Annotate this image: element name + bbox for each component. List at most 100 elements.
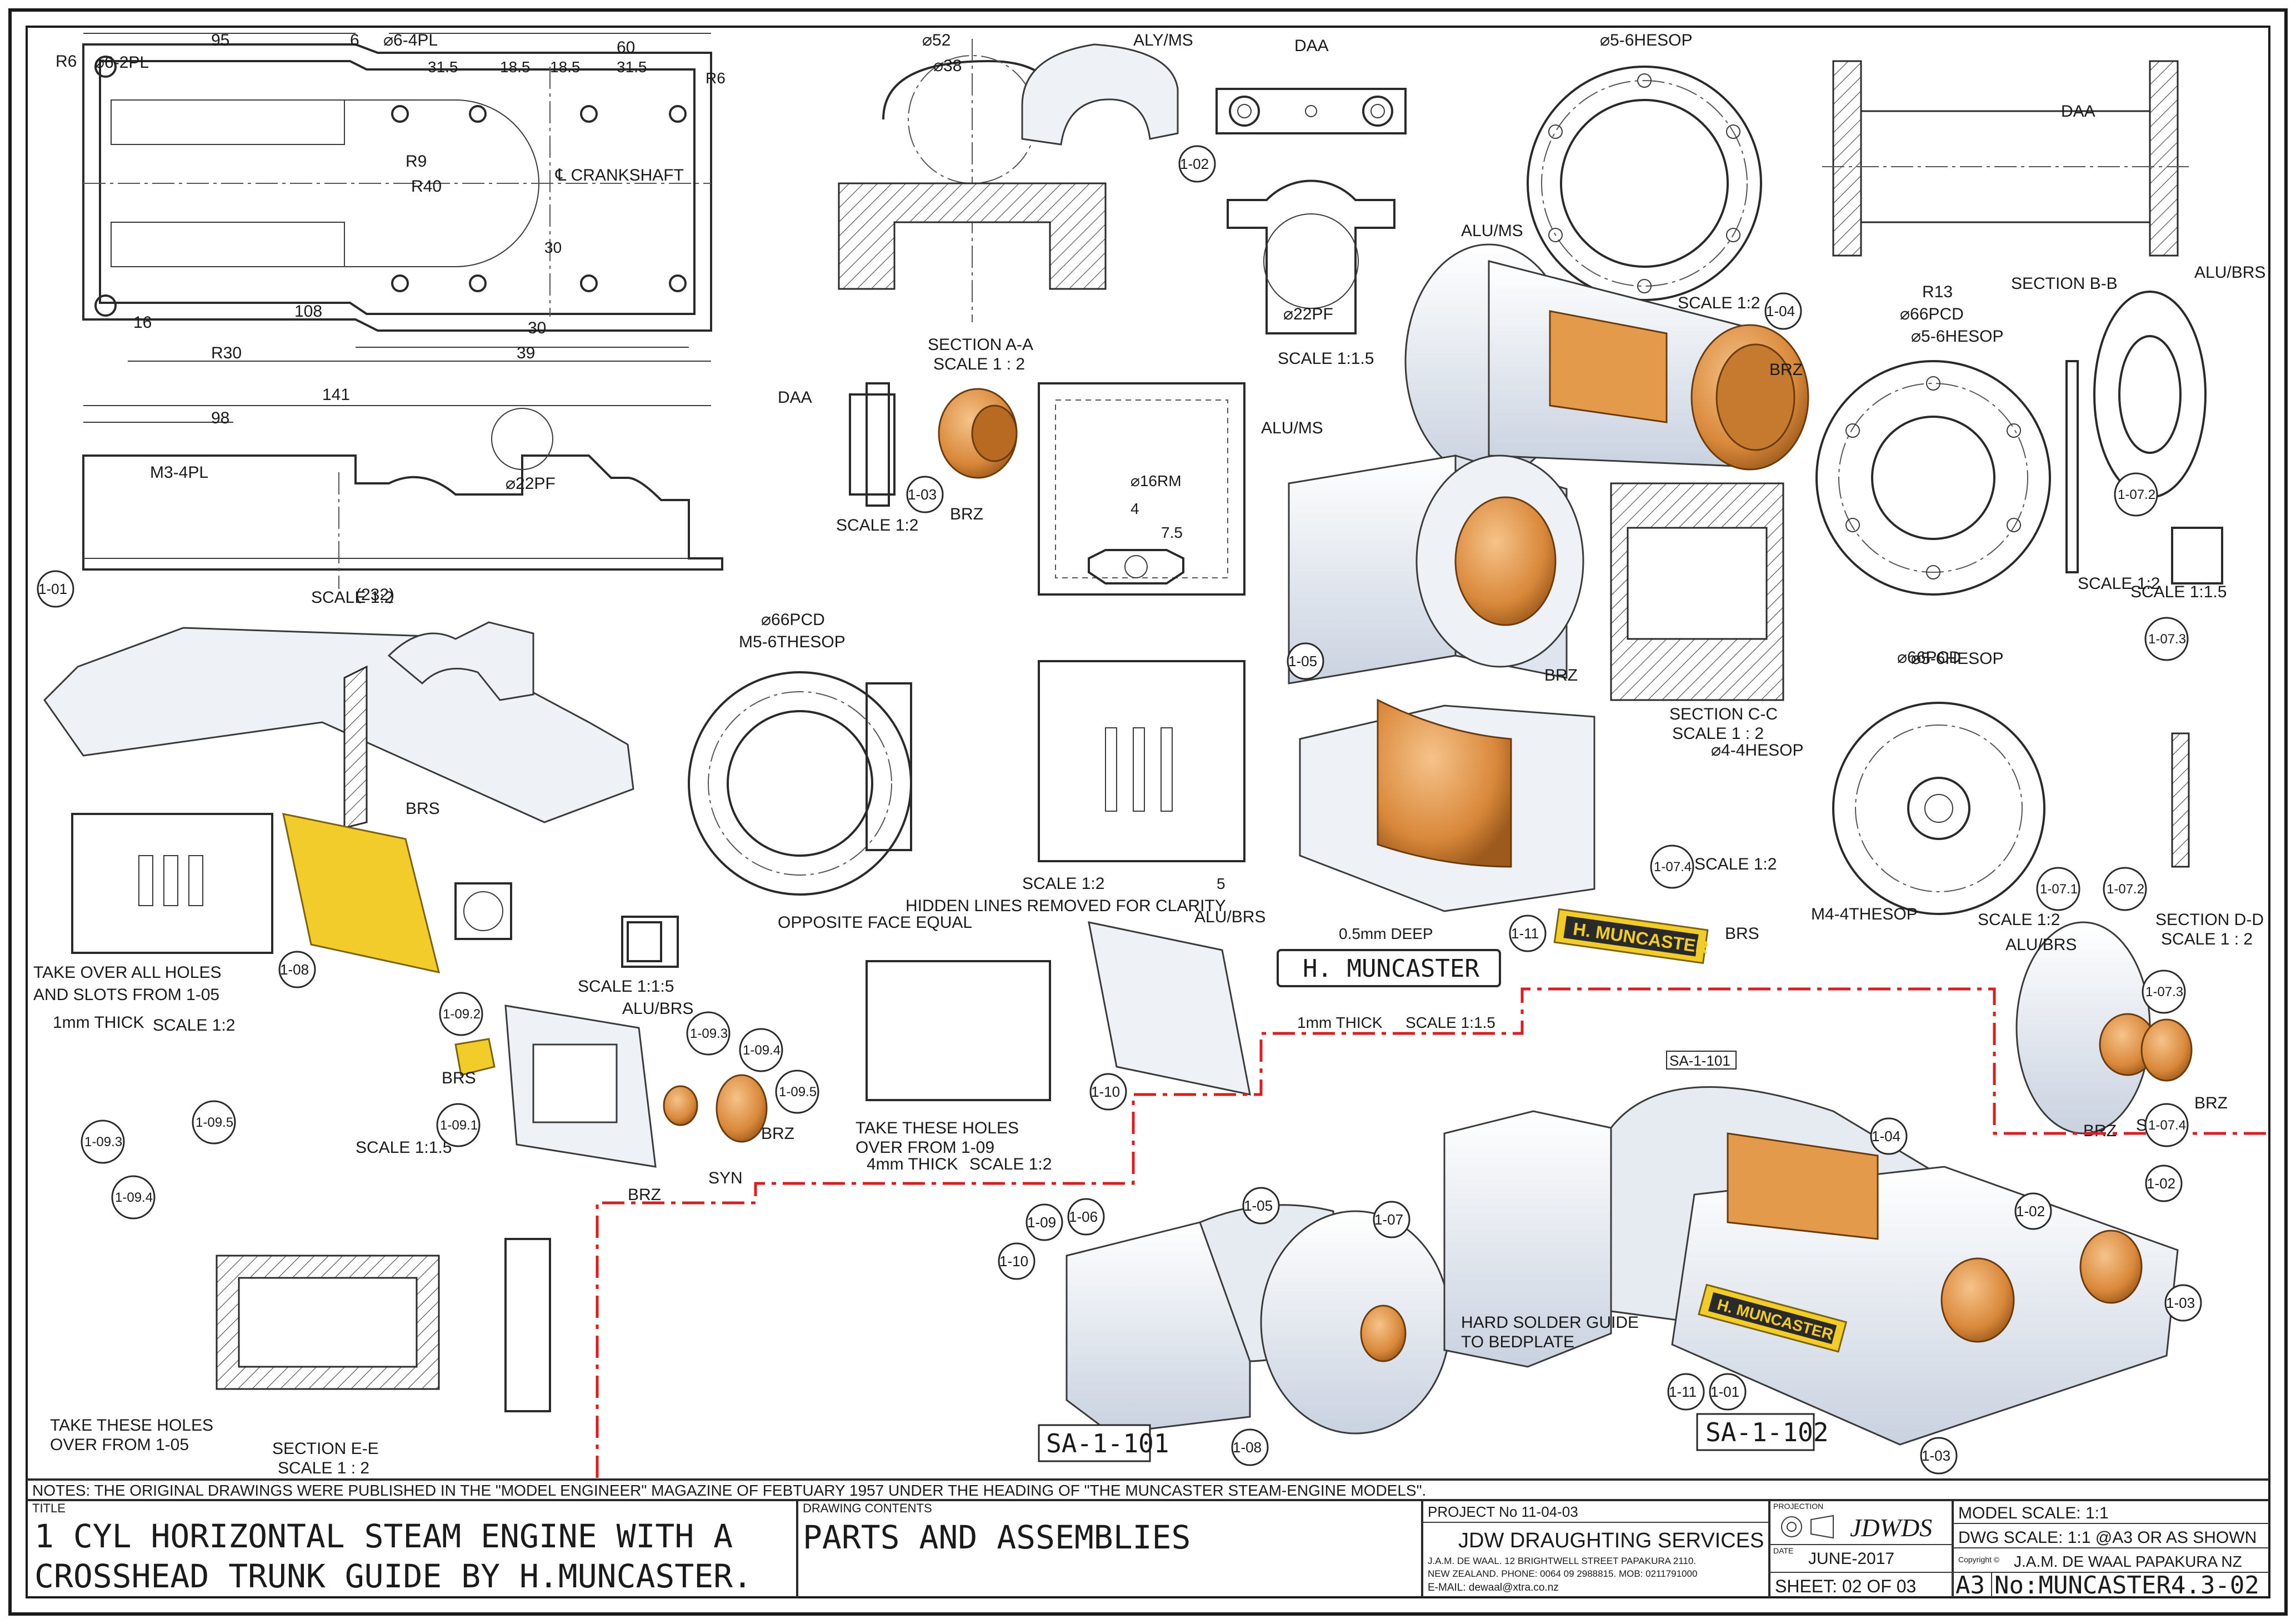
balloon-1-05b: 1-05 [1244,1197,1273,1214]
four-mm: 4mm THICK [867,1155,958,1173]
scale-109: SCALE 1:1:5 [578,977,674,996]
copyright-label: Copyright © [1958,1555,2000,1564]
nameplate-1-11: H. MUNCASTER 0.5mm DEEP 1mm THICK SCALE … [1277,908,1759,1031]
company: JDW DRAUGHTING SERVICES [1458,1529,1764,1552]
d66pcd-vc: ⌀66PCD [761,611,825,629]
balloon-1-092: 1-09.2 [443,1007,481,1022]
drawing-contents: PARTS AND ASSEMBLIES [803,1518,1190,1556]
bearing-cap-iso: ALY/MS [1021,31,1193,146]
balloon-1-09a: 1-09 [1027,1214,1056,1231]
balloon-1-05a: 1-05 [1288,653,1317,669]
balloon-1-01a: 1-01 [38,581,67,597]
d8-20: 4 [1131,500,1139,517]
balloon-1-11b: 1-11 [1669,1383,1697,1400]
balloon-1-03b: 1-03 [2166,1295,2195,1311]
balloon-1-074a: 1-07.4 [1654,860,1692,875]
balloon-1-02c: 1-02 [2016,1203,2045,1220]
brz-109b: BRZ [628,1186,661,1204]
section-ee: SECTION E-E SCALE 1 : 2 TAKE THESE HOLES… [50,1238,551,1477]
scale-cyl: SCALE 1:2 [1678,294,1760,312]
balloon-1-04b: 1-04 [1872,1128,1900,1145]
scale-1-07-2: SCALE 1:1.5 [2130,583,2227,601]
hard-solder-1: HARD SOLDER GUIDE [1461,1313,1639,1332]
one-mm-np: 1mm THICK [1297,1014,1383,1031]
model-scale: MODEL SCALE: 1:1 [1958,1504,2109,1522]
m3-4pl-label: M3-4PL [150,463,208,482]
m5-10-10pl: 5 [1217,875,1225,892]
scale-cover: SCALE 1:2 [2078,574,2160,593]
dim-r6c: 16 [133,313,152,332]
section-aa-scale: SCALE 1 : 2 [933,355,1025,373]
address1: J.A.M. DE WAAL. 12 BRIGHTWELL STREET PAP… [1428,1556,1696,1566]
crankshaft-label: ℄ CRANKSHAFT [555,166,684,184]
projection-symbol [1781,1515,1834,1539]
assembly-sa-1-102: H. MUNCASTER HARD SOLDER GUIDE TO BEDPLA… [1443,1051,2179,1451]
dim-95: 95 [211,31,229,49]
dim-d38: ⌀38 [933,57,962,75]
m4-10-2pl: 7.5 [1161,524,1183,541]
notes: NOTES: THE ORIGINAL DRAWINGS WERE PUBLIS… [32,1482,1426,1499]
nameplate-text: H. MUNCASTER [1303,955,1479,983]
part-balloons: 1-02 1-04 1-03 1-01 1-05 1-07.2 1-07.3 1… [37,145,2202,1475]
d66pcd-107: ⌀66PCD [1897,648,1961,667]
balloon-1-11a: 1-11 [1511,925,1539,942]
balloon-1-095a: 1-09.5 [779,1085,817,1100]
daa-label: DAA [1294,37,1329,55]
balloon-1-07a: 1-07 [1374,1211,1403,1228]
section-ee-scale: SCALE 1 : 2 [278,1459,369,1477]
section-bb-title: SECTION B-B [2011,274,2118,293]
d5-6-107: ⌀5-6HESOP [1911,649,2003,668]
alu-brs-label-1: ALU/BRS [2194,263,2265,282]
drawing-number: No:MUNCASTER4.3-02 [1994,1571,2259,1600]
dim-d6-10-4pl: 30 [544,239,562,256]
dim-133: 39 [517,344,535,362]
balloon-1-094a: 1-09.4 [743,1043,781,1058]
balloon-1-04a: 1-04 [1766,303,1795,319]
alu-ms-cyl: ALU/MS [1461,222,1523,240]
date-label: DATE [1773,1546,1793,1555]
d76-label: R13 [1922,283,1953,301]
bearing-cap-views: ⌀22PF SCALE 1:1.5 DAA [1215,37,1407,368]
take-these-4: OVER FROM 1-05 [50,1436,189,1454]
hidden-lines: HIDDEN LINES REMOVED FOR CLARITY [906,897,1226,915]
brz-cyl: BRZ [1769,361,1803,379]
section-boundary-line [596,987,2269,1478]
balloon-1-094b: 1-09.4 [115,1190,153,1205]
balloon-1-073a: 1-07.3 [2148,632,2186,647]
project-no: PROJECT No 11-04-03 [1428,1503,1578,1520]
valve-chest-front: ⌀66PCD M5-6THESOP OPPOSITE FACE EQUAL [688,611,972,932]
dim-d6-2pl: ⌀6-2PL [94,53,149,72]
scale-gasket: SCALE 1:2 [153,1016,235,1035]
dim-r6b: R6 [706,69,726,87]
sheet-number: SHEET: 02 OF 03 [1775,1576,1916,1596]
bedplate-side-view: 141 98 M3-4PL ⌀22PF (232) SCALE 1:2 [82,386,723,607]
dim-60: 60 [617,38,635,57]
opposite-face: OPPOSITE FACE EQUAL [778,913,972,932]
dim-r6: R6 [56,52,77,71]
d22pf-label: ⌀22PF [506,474,556,493]
one-mm-109: 1mm THICK [53,1013,144,1032]
title-block: NOTES: THE ORIGINAL DRAWINGS WERE PUBLIS… [27,1478,2269,1600]
balloon-1-02b: 1-02 [2147,1175,2175,1192]
d5-6-label: ⌀5-6HESOP [1911,327,2003,346]
steam-chest-iso: ALU/MS BRZ [1261,419,1584,684]
d5-6hesop-label: ⌀5-6HESOP [1600,31,1692,49]
dim-98: 98 [211,409,229,427]
brz-107: BRZ [2194,1094,2228,1112]
dim-84: R30 [211,344,242,362]
scale-1074: SCALE 1:2 [1694,855,1777,873]
projection-label: PROJECTION [1773,1502,1823,1511]
section-dd-scale: SCALE 1 : 2 [2161,930,2253,948]
dim-232: (232) [356,586,394,604]
balloon-1-02a: 1-02 [1180,156,1209,172]
take-over-2: AND SLOTS FROM 1-05 [33,986,219,1004]
balloon-1-074b: 1-07.4 [2148,1118,2186,1133]
dwg-scale: DWG SCALE: 1:1 @A3 OR AS SHOWN [1958,1528,2257,1547]
take-these-1: TAKE THESE HOLES [856,1119,1019,1137]
jdwds-logo: JDWDS [1850,1513,1932,1542]
section-cc-scale: SCALE 1 : 2 [1672,724,1764,743]
brz-107b: BRZ [2083,1122,2117,1140]
scale-1-03: SCALE 1:2 [836,516,918,534]
sa-1-101-label: SA-1-101 [1046,1428,1169,1458]
